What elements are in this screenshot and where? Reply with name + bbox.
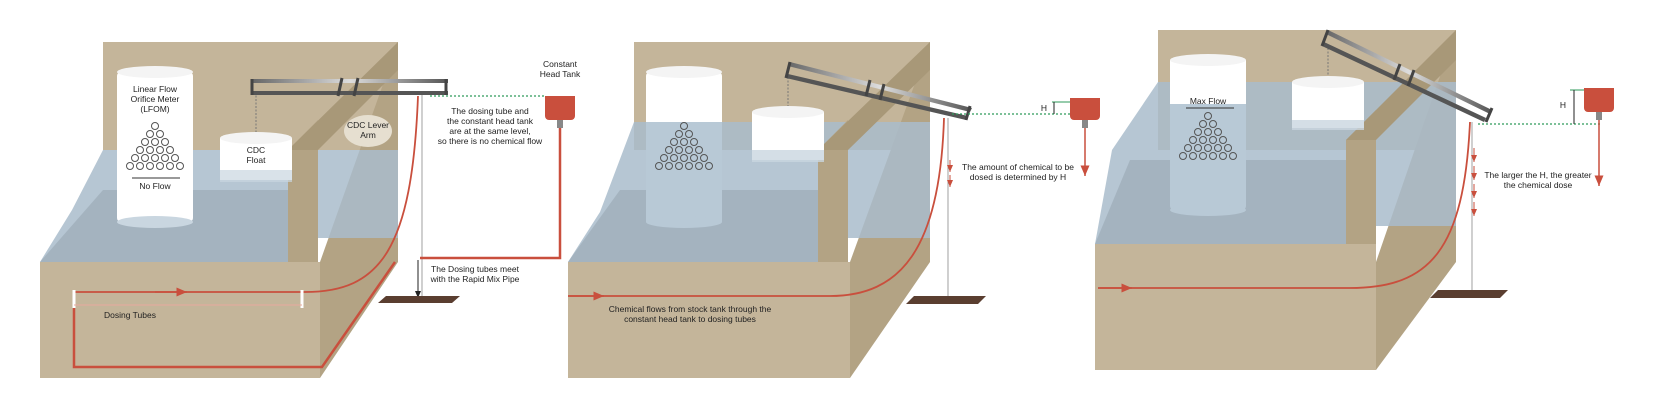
panel-3-max-flow: Max Flow H: [1095, 30, 1614, 370]
amount-note: The amount of chemical to bedosed is det…: [962, 162, 1074, 182]
constant-head-tank: [545, 84, 575, 128]
head-tank-label: ConstantHead Tank: [540, 59, 581, 79]
h-label-2: H: [1041, 103, 1047, 113]
no-flow-label: No Flow: [139, 181, 171, 191]
constant-head-tank-2: [1070, 80, 1100, 128]
tank-front-wall: [40, 262, 320, 378]
larger-note: The larger the H, the greaterthe chemica…: [1484, 170, 1591, 190]
dosing-tubes-label: Dosing Tubes: [104, 310, 156, 320]
chemical-line-head-to-mix: [420, 128, 560, 258]
panel-1-no-flow: Linear FlowOrifice Meter(LFOM) No Flow C…: [40, 42, 581, 378]
panel-2-flow: H The amount of chemical to bedosed is d…: [568, 42, 1100, 378]
h-label-3: H: [1560, 100, 1566, 110]
float-label: CDCFloat: [247, 145, 267, 165]
flow-note: Chemical flows from stock tank through t…: [609, 304, 772, 324]
constant-head-tank-3: [1584, 70, 1614, 120]
same-level-note: The dosing tube andthe constant head tan…: [438, 106, 543, 146]
meet-note: The Dosing tubes meetwith the Rapid Mix …: [430, 264, 520, 284]
base-plate: [378, 296, 460, 303]
max-flow-label: Max Flow: [1190, 96, 1227, 106]
